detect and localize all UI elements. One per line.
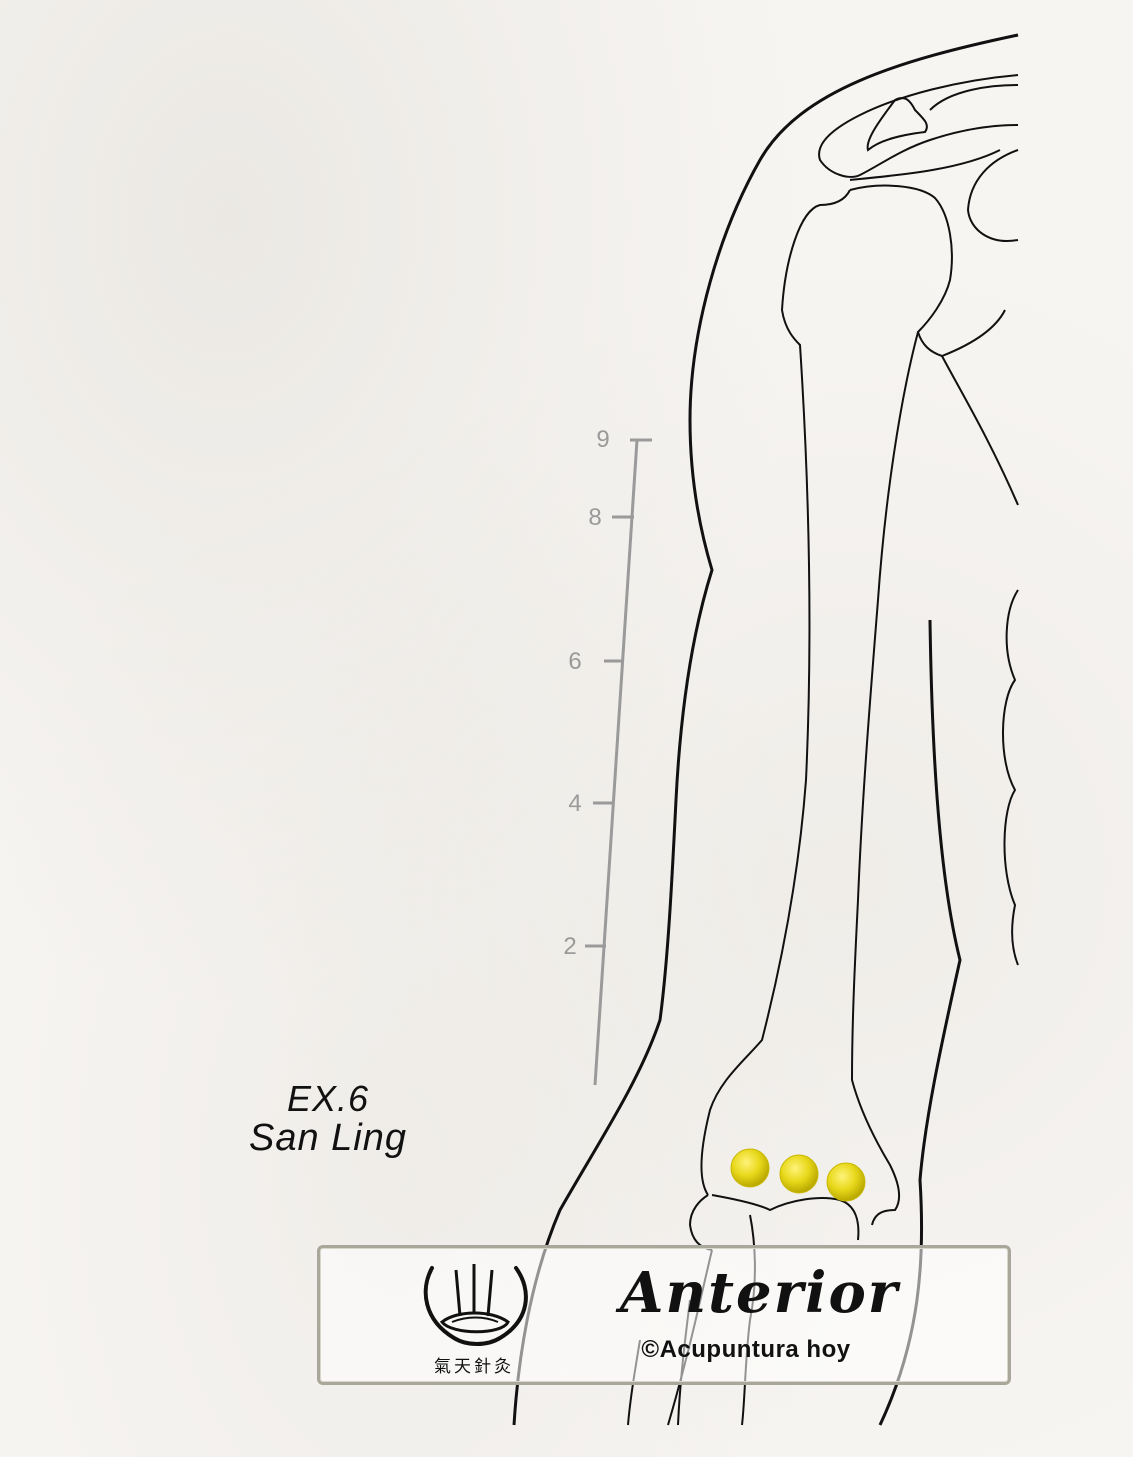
torso-contour [1002, 589, 1019, 966]
scapula-edge [849, 149, 1001, 181]
scapula-line [941, 355, 1019, 506]
ruler-label-4: 4 [568, 790, 581, 817]
arm-outline-left [512, 33, 1019, 1426]
ruler-label-2: 2 [563, 933, 576, 960]
acupoint-2 [779, 1154, 819, 1194]
measurement-ruler: 9 8 6 4 2 [563, 426, 652, 1086]
humerus-shaft-medial [850, 331, 919, 1226]
ulna-head [688, 1194, 713, 1251]
logo-mark-icon [423, 1264, 528, 1346]
glenoid [966, 149, 1019, 242]
footer-panel: 氣天針灸 Anterior ©Acupuntura hoy [317, 1245, 1011, 1385]
acupoint-3 [826, 1162, 866, 1202]
point-code: EX.6 [286, 1078, 370, 1119]
ruler-line [593, 439, 639, 1086]
point-label: EX.6 San Ling [228, 1078, 428, 1159]
coracoid [929, 84, 1019, 111]
radius-head [711, 1194, 860, 1241]
view-title: Anterior [620, 1260, 900, 1326]
logo-text: 氣天針灸 [434, 1357, 514, 1377]
ruler-label-6: 6 [568, 648, 581, 675]
point-name: San Ling [248, 1117, 407, 1159]
acupoint-1 [730, 1148, 770, 1188]
ruler-label-9: 9 [596, 426, 609, 453]
clavicle [818, 74, 1019, 178]
humerus-head [700, 189, 851, 1196]
clinic-logo: 氣天針灸 [412, 1260, 536, 1380]
acupoint-group [730, 1148, 866, 1202]
acromion [866, 97, 928, 152]
copyright-text: ©Acupuntura hoy [641, 1336, 851, 1363]
ruler-label-8: 8 [588, 504, 601, 531]
humerus-head-top [849, 184, 1006, 358]
